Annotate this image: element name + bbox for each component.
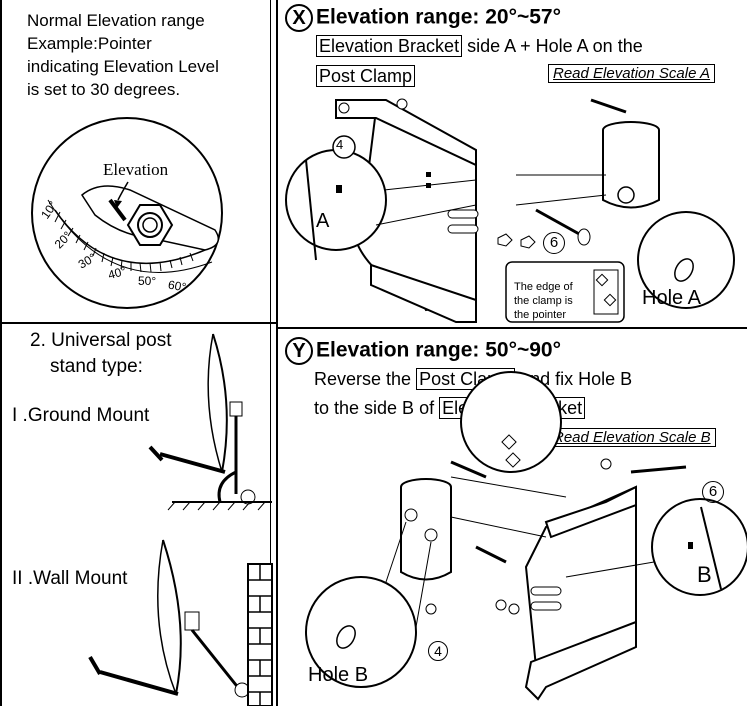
section-x-line-2: Post Clamp — [316, 65, 416, 87]
universal-stand-title: 2. Universal post stand type: — [30, 328, 172, 380]
elevation-dial-illustration — [31, 117, 223, 309]
detail-label-a: A — [316, 210, 330, 232]
callout-6-x: 6 — [543, 232, 565, 254]
note-line-3: indicating Elevation Level — [27, 57, 219, 76]
panel-divider-thin — [270, 0, 271, 706]
wall-mount-label: II .Wall Mount — [12, 568, 128, 589]
hole-a-label: Hole A — [642, 287, 701, 309]
callout-4-y: 4 — [428, 641, 448, 661]
mount-illustrations — [88, 333, 273, 706]
section-x-marker: X — [285, 4, 313, 32]
universal-title-line-1: 2. Universal post — [30, 330, 172, 351]
note-line-2: Example:Pointer — [27, 34, 152, 53]
pointer-note: The edge of the clamp is the pointer — [514, 280, 573, 322]
callout-6-y: 6 — [702, 481, 724, 503]
pointer-note-line-3: the pointer — [514, 309, 566, 321]
post-clamp-term: Post Clamp — [316, 65, 416, 87]
section-y-line-1-pre: Reverse the — [314, 369, 417, 389]
section-x-line-1: Elevation Bracket side A + Hole A on the — [316, 35, 643, 57]
pointer-note-line-2: the clamp is — [514, 295, 573, 307]
ground-mount-label: I .Ground Mount — [12, 405, 150, 426]
universal-title-line-2: stand type: — [50, 356, 143, 377]
section-y-line-1: Reverse the Post Clamp and fix Hole B — [314, 368, 633, 390]
right-divider-horizontal — [276, 327, 747, 329]
callout-4-x: 4 — [336, 137, 344, 152]
normal-elevation-note: Normal Elevation range Example:Pointer i… — [27, 9, 219, 101]
section-y-title: Elevation range: 50°~90° — [316, 338, 561, 362]
note-line-4: is set to 30 degrees. — [27, 80, 181, 99]
dial-tick-60: 60° — [166, 277, 188, 295]
section-x-diagram — [285, 98, 735, 323]
section-y-line-2-pre: to the side B of — [314, 398, 440, 418]
pointer-note-line-1: The edge of — [514, 281, 573, 293]
section-y-diagram — [305, 371, 747, 701]
section-y-line-1-post: and fix Hole B — [515, 369, 633, 389]
left-divider-horizontal — [0, 322, 276, 324]
dial-elevation-label: Elevation — [103, 160, 169, 179]
scale-a-note: Read Elevation Scale A — [548, 64, 716, 83]
panel-divider-vertical — [276, 0, 278, 706]
note-line-1: Normal Elevation range — [27, 11, 205, 30]
elevation-bracket-term: Elevation Bracket — [316, 35, 463, 57]
hole-b-label: Hole B — [308, 664, 369, 686]
left-border — [0, 0, 2, 706]
detail-label-b: B — [697, 562, 712, 587]
section-y-marker: Y — [285, 337, 313, 365]
dial-tick-50: 50° — [138, 274, 157, 288]
section-x-line-1-rest: side A + Hole A on the — [462, 36, 643, 56]
section-x-title: Elevation range: 20°~57° — [316, 5, 561, 29]
